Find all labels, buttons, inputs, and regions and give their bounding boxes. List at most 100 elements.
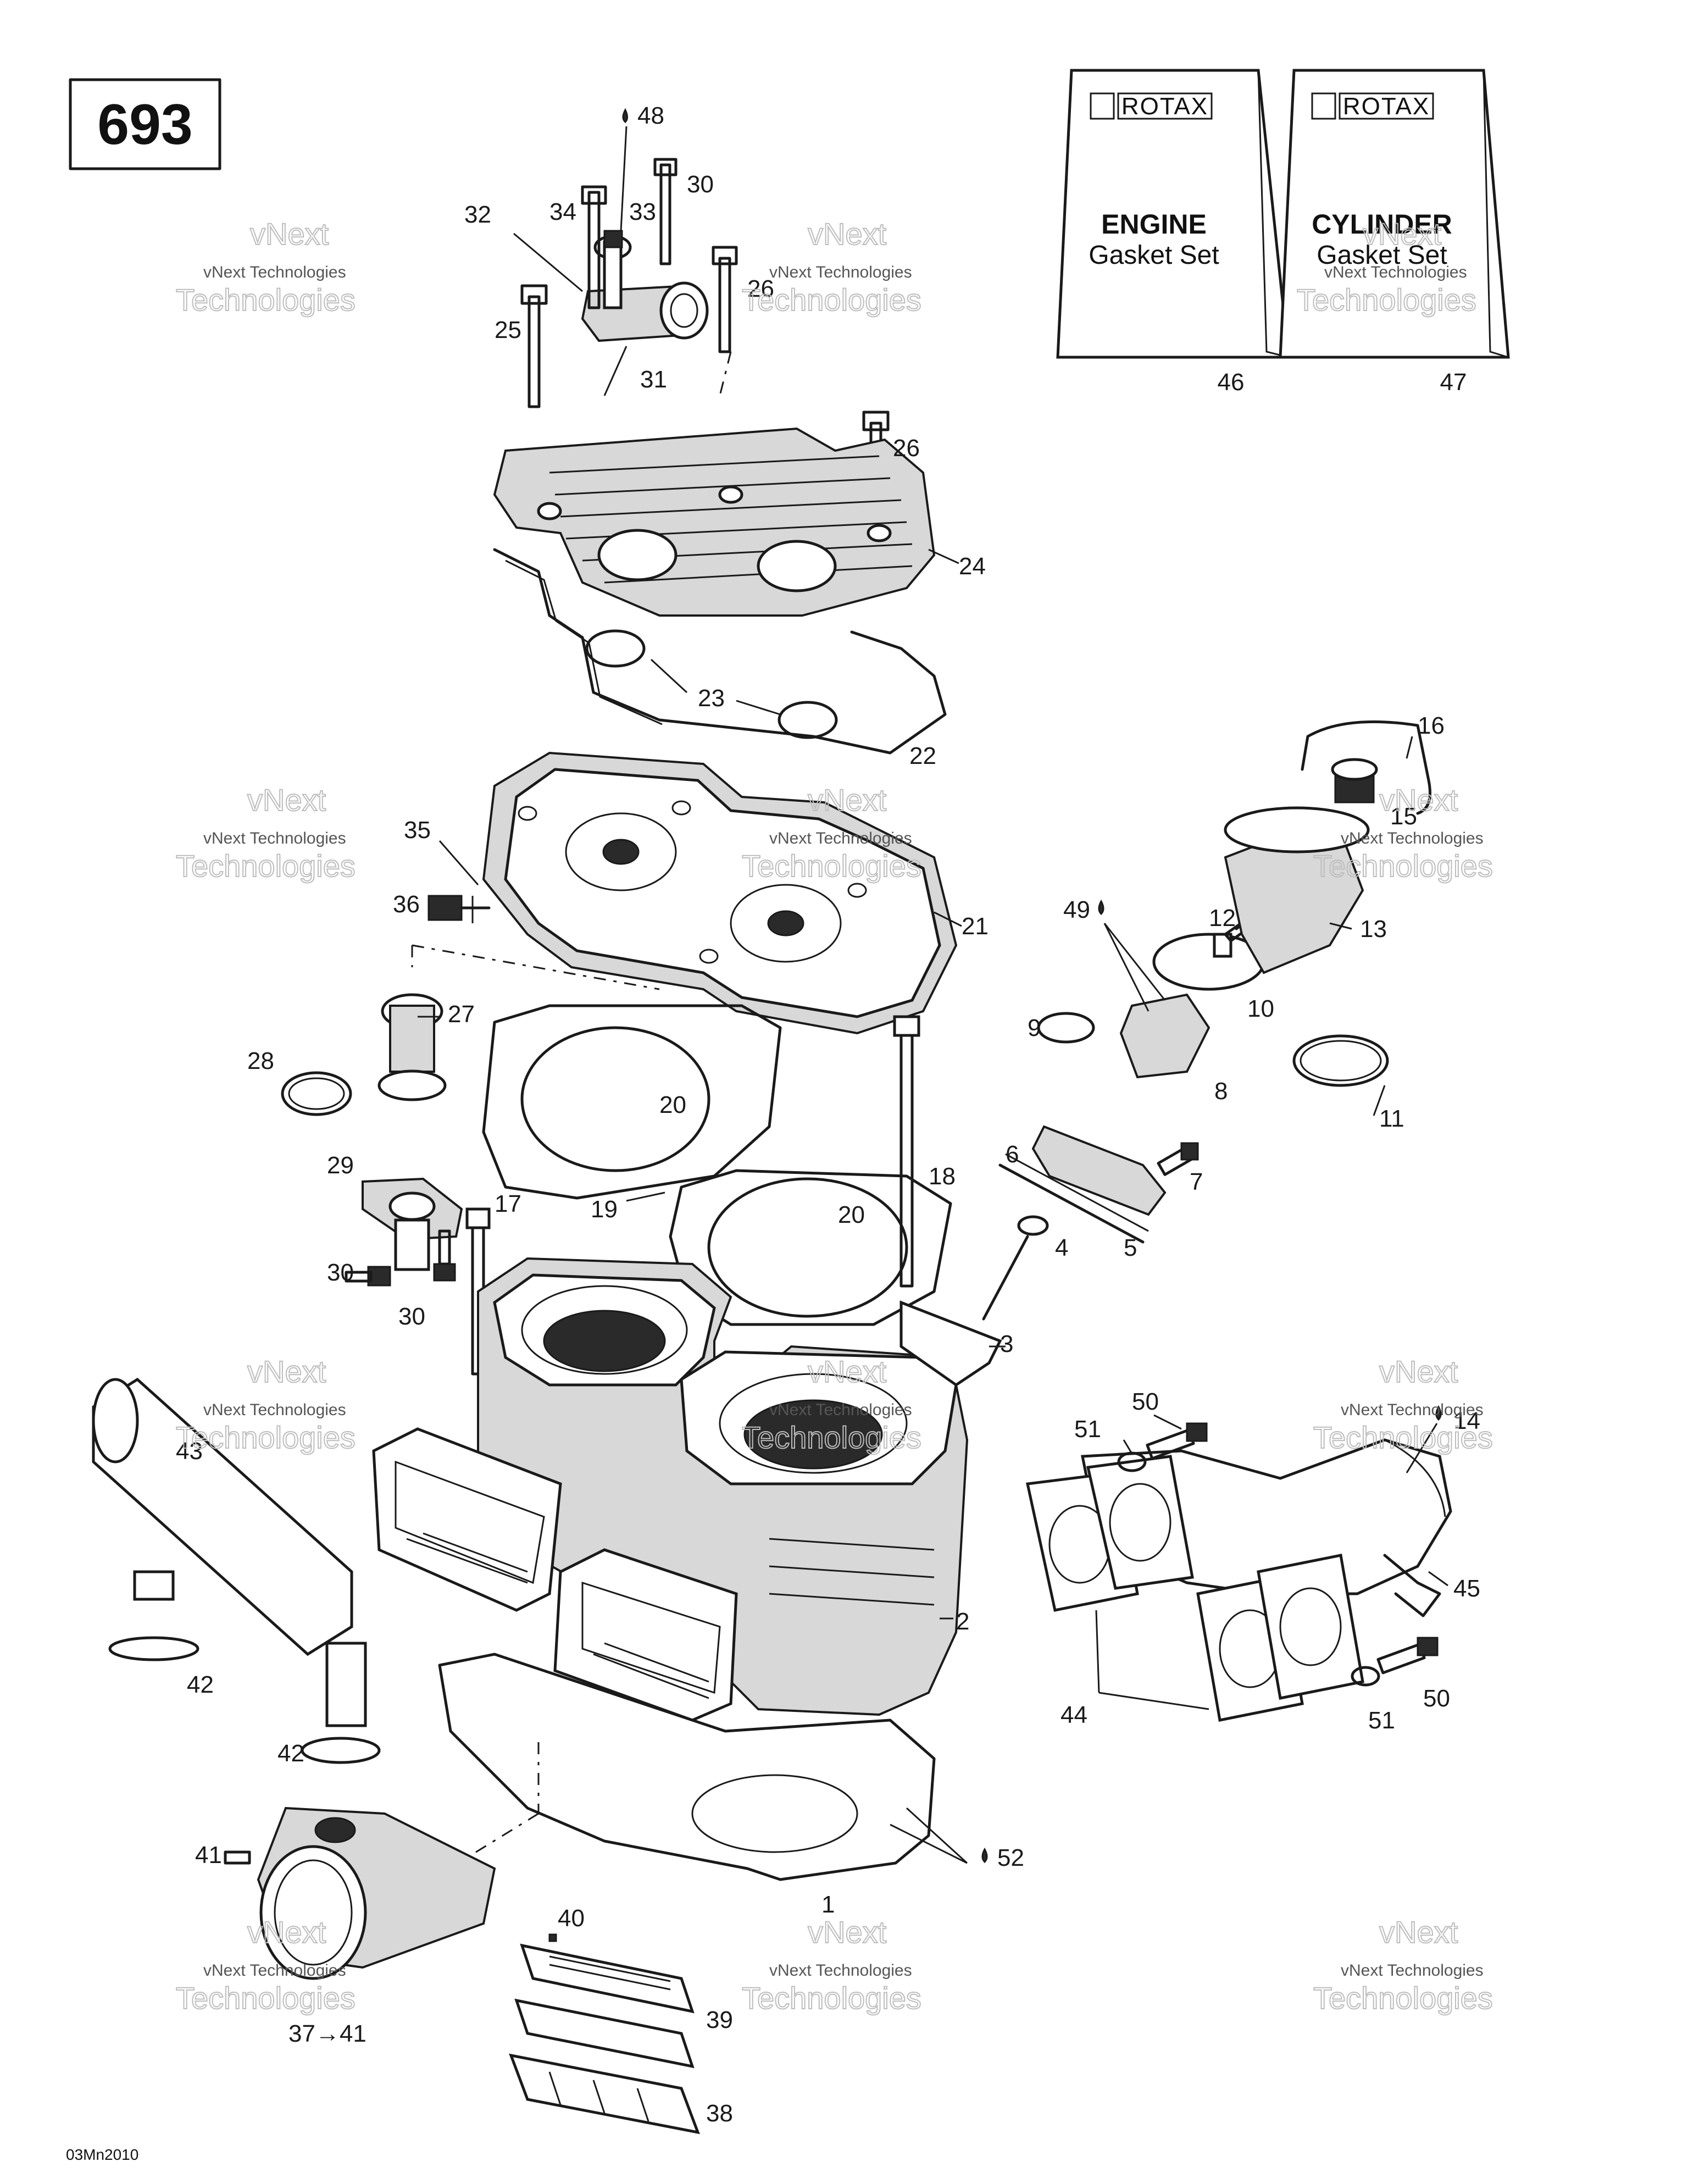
callout-25: 25 xyxy=(495,317,521,343)
svg-text:Technologies: Technologies xyxy=(742,1981,921,2015)
gasket-5 xyxy=(998,1163,1145,1244)
callout-15: 15 xyxy=(1390,803,1417,830)
callout-34: 34 xyxy=(549,198,576,225)
kit-subtitle: Gasket Set xyxy=(1317,241,1447,270)
callout-44: 44 xyxy=(1060,1701,1087,1728)
svg-text:vNext: vNext xyxy=(1379,1915,1458,1949)
loctite-drop-icon xyxy=(981,1847,988,1864)
svg-text:vNext Technologies: vNext Technologies xyxy=(203,1401,346,1419)
svg-text:Technologies: Technologies xyxy=(742,849,921,883)
svg-text:vNext Technologies: vNext Technologies xyxy=(1341,1401,1484,1419)
svg-text:vNext: vNext xyxy=(808,217,887,251)
kit-brand: ROTAX xyxy=(1121,93,1208,120)
callout-39: 39 xyxy=(706,2006,733,2033)
callout-14: 14 xyxy=(1453,1407,1480,1434)
callout-42b: 42 xyxy=(277,1740,304,1767)
svg-text:Technologies: Technologies xyxy=(176,849,356,883)
svg-text:Technologies: Technologies xyxy=(742,282,921,317)
callout-50a: 50 xyxy=(1132,1388,1159,1415)
hose-43 xyxy=(92,1377,353,1656)
reed-40 xyxy=(520,1943,695,2014)
leader-lines xyxy=(418,232,1448,1620)
watermarks: vNext Technologies Technologies vNext vN… xyxy=(175,216,1493,2016)
watermark: vNext Technologies Technologies vNext xyxy=(741,1354,922,1455)
callout-36: 36 xyxy=(393,891,420,918)
callout-41: 41 xyxy=(195,1842,222,1869)
watermark: vNext Technologies Technologies vNext xyxy=(175,1914,356,2016)
svg-text:vNext Technologies: vNext Technologies xyxy=(1341,1961,1484,1980)
svg-text:Technologies: Technologies xyxy=(1313,1420,1493,1455)
callout-47: 47 xyxy=(1440,369,1467,396)
valve-cover-6 xyxy=(1031,1125,1167,1216)
kit-title: CYLINDER xyxy=(1312,209,1452,240)
svg-text:vNext Technologies: vNext Technologies xyxy=(769,1401,912,1419)
callout-35: 35 xyxy=(404,817,431,844)
kit-brand: ROTAX xyxy=(1343,93,1430,120)
callout-40: 40 xyxy=(558,1905,585,1932)
gasket-19 xyxy=(482,1004,782,1200)
callout-labels: 1 2 3 4 5 6 7 8 9 10 11 12 13 14 15 16 1… xyxy=(176,102,1480,2127)
callout-32: 32 xyxy=(464,201,491,228)
callout-24: 24 xyxy=(959,553,986,580)
callout-43: 43 xyxy=(176,1438,203,1465)
watermark: vNext Technologies Technologies vNext xyxy=(1313,1914,1493,2016)
watermark: vNext Technologies Technologies vNext xyxy=(1313,782,1493,884)
callout-13: 13 xyxy=(1360,916,1387,943)
o-ring-23 xyxy=(778,701,838,739)
crankcase-gasket-1 xyxy=(438,1653,988,1881)
clamp-42 xyxy=(108,1636,199,1661)
callout-29: 29 xyxy=(327,1152,354,1179)
o-ring-28 xyxy=(281,1071,352,1116)
svg-text:vNext: vNext xyxy=(808,1354,887,1389)
callout-22: 22 xyxy=(909,742,936,769)
kit-title: ENGINE xyxy=(1101,209,1207,240)
head-gasket-22 xyxy=(493,548,947,755)
watermark: vNext Technologies Technologies vNext xyxy=(741,216,922,318)
watermark: vNext Technologies Technologies vNext xyxy=(175,216,356,318)
page-number-box: 693 xyxy=(69,78,221,170)
callout-50b: 50 xyxy=(1423,1685,1450,1712)
callout-37-41: 37→41 xyxy=(288,2020,367,2047)
reed-38 xyxy=(509,2053,700,2135)
intake-hose-group xyxy=(92,1377,700,2135)
callout-26a: 26 xyxy=(747,275,774,302)
cylinder-head-cover xyxy=(493,427,936,617)
cylinder-head-21 xyxy=(482,751,958,1035)
callout-12: 12 xyxy=(1209,905,1236,932)
o-ring-20 xyxy=(707,1177,908,1318)
piston-8 xyxy=(1119,993,1211,1079)
svg-text:vNext: vNext xyxy=(808,783,887,817)
svg-text:vNext: vNext xyxy=(247,1915,326,1949)
svg-text:Technologies: Technologies xyxy=(176,282,356,317)
cylinder-gasket-set-card: ROTAX CYLINDER Gasket Set 47 xyxy=(1279,69,1510,396)
svg-text:Technologies: Technologies xyxy=(742,1420,921,1455)
exhaust-valve-housing-group xyxy=(1037,720,1431,1087)
svg-text:vNext: vNext xyxy=(1379,783,1458,817)
callout-9: 9 xyxy=(1028,1015,1041,1041)
o-ring-9 xyxy=(1037,1012,1095,1044)
callout-10: 10 xyxy=(1247,995,1274,1022)
callout-1: 1 xyxy=(821,1891,835,1918)
thermostat-27 xyxy=(377,1069,447,1101)
svg-text:vNext Technologies: vNext Technologies xyxy=(1324,263,1467,281)
engine-gasket-set-card: ROTAX ENGINE Gasket Set 46 xyxy=(1056,69,1290,396)
clamp-42 xyxy=(301,1737,381,1764)
exhaust-valve-group xyxy=(899,1125,1199,1387)
callout-5: 5 xyxy=(1124,1234,1137,1261)
svg-text:vNext: vNext xyxy=(808,1915,887,1949)
spring-clip-16 xyxy=(1301,720,1431,815)
svg-text:vNext Technologies: vNext Technologies xyxy=(769,829,912,847)
callout-23: 23 xyxy=(698,685,725,712)
svg-text:vNext: vNext xyxy=(1363,217,1442,251)
exhaust-manifold-group xyxy=(1025,1405,1452,1722)
callout-45: 45 xyxy=(1453,1575,1480,1602)
callout-28: 28 xyxy=(247,1047,274,1074)
callout-52: 52 xyxy=(997,1844,1024,1871)
rotax-logo-icon xyxy=(1090,92,1115,120)
o-ring-4 xyxy=(1017,1215,1049,1236)
svg-text:vNext Technologies: vNext Technologies xyxy=(769,1961,912,1980)
callout-48: 48 xyxy=(637,102,664,129)
water-outlet-group xyxy=(520,108,890,524)
o-ring-20 xyxy=(520,1026,710,1172)
